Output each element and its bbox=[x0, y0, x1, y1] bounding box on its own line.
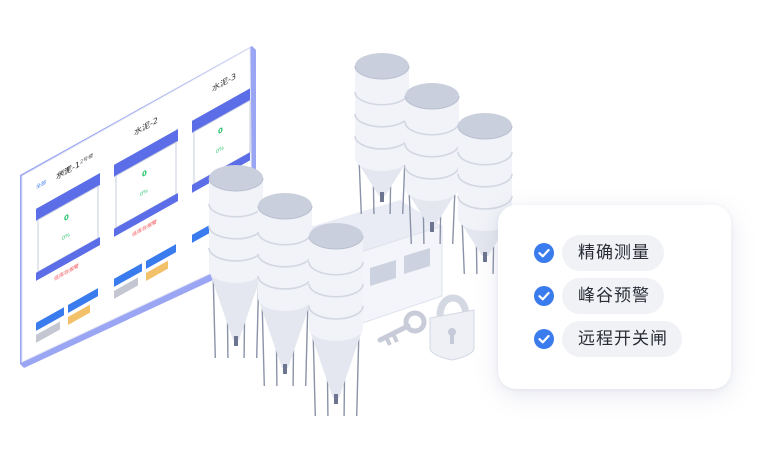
detail-button[interactable] bbox=[36, 307, 64, 331]
tank-value: 0 bbox=[218, 125, 223, 136]
tab-all[interactable]: 全部 bbox=[36, 178, 47, 191]
check-circle-icon bbox=[534, 243, 554, 263]
silo-group bbox=[208, 53, 513, 417]
key-icon bbox=[377, 310, 427, 346]
tank-top bbox=[114, 129, 178, 177]
feature-label: 峰谷预警 bbox=[562, 278, 664, 314]
tank-bottom bbox=[36, 237, 100, 281]
secondary-button[interactable] bbox=[114, 277, 138, 299]
warning-button[interactable] bbox=[146, 260, 168, 281]
tank-value: 0 bbox=[64, 212, 69, 223]
padlock-icon bbox=[429, 294, 475, 361]
action-button[interactable] bbox=[68, 288, 98, 313]
check-circle-icon bbox=[534, 286, 554, 306]
silo-6 bbox=[308, 223, 364, 417]
tank-percent: 0% bbox=[140, 188, 148, 198]
box-window bbox=[404, 248, 430, 274]
tank-percent: 0% bbox=[62, 232, 70, 242]
detail-button[interactable] bbox=[114, 263, 142, 287]
silo-4 bbox=[208, 165, 264, 359]
dashboard-panel: 全部 1号楼 2号楼 水泥-1 0 0% 低库存报警 水泥-2 0 0% 低 bbox=[20, 46, 256, 368]
tank-bottom bbox=[114, 193, 178, 237]
feature-label: 精确测量 bbox=[562, 235, 664, 271]
tank-top bbox=[36, 173, 100, 221]
silo-1 bbox=[354, 53, 410, 215]
tank-card-1: 水泥-1 0 0% 低库存报警 bbox=[36, 158, 100, 343]
tank-top bbox=[192, 88, 250, 133]
tank-percent: 0% bbox=[216, 145, 224, 155]
silo-3 bbox=[457, 113, 513, 275]
box-window bbox=[370, 260, 396, 286]
silo-2 bbox=[404, 83, 460, 245]
secondary-button[interactable] bbox=[36, 321, 60, 343]
silo-5 bbox=[257, 193, 313, 387]
action-button[interactable] bbox=[146, 244, 176, 269]
warning-button[interactable] bbox=[68, 304, 90, 325]
feature-card: 精确测量 峰谷预警 远程开关闸 bbox=[498, 205, 731, 389]
tank-card-2: 水泥-2 0 0% 低库存报警 bbox=[114, 114, 178, 299]
check-circle-icon bbox=[534, 329, 554, 349]
tank-value: 0 bbox=[142, 168, 147, 179]
feature-label: 远程开关闸 bbox=[562, 321, 682, 357]
